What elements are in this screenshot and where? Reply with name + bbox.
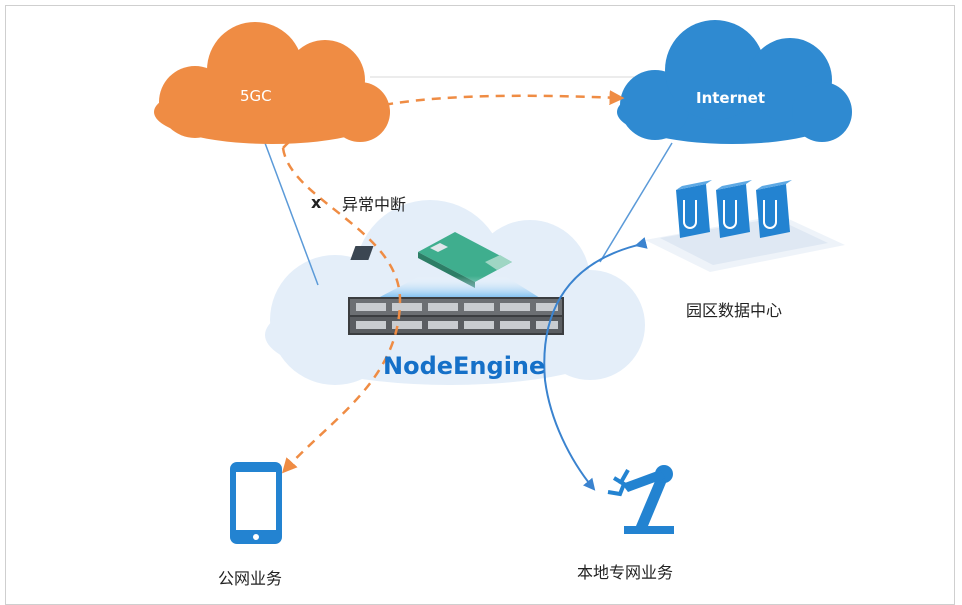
beam-glow (378, 276, 540, 298)
core-to-public-path (281, 147, 402, 474)
internet-cloud (617, 20, 852, 144)
server-chassis-icon (348, 297, 564, 335)
data-center-icon (645, 180, 845, 272)
core-to-internet-path (282, 90, 625, 149)
core-cloud-label: 5GC (240, 87, 272, 105)
public-service-label: 公网业务 (218, 569, 283, 588)
datacenter-to-private-path (543, 237, 648, 491)
core-network-cloud (154, 22, 390, 144)
data-center-label: 园区数据中心 (686, 301, 783, 320)
fault-mark: x (311, 193, 322, 212)
robot-arm-icon (607, 465, 674, 534)
internet-cloud-label: Internet (696, 89, 766, 107)
fault-label: 异常中断 (342, 195, 407, 214)
phone-icon (230, 462, 282, 544)
private-service-label: 本地专网业务 (577, 563, 674, 582)
core-to-edge-link (264, 142, 319, 286)
node-engine-label: NodeEngine (383, 352, 546, 380)
